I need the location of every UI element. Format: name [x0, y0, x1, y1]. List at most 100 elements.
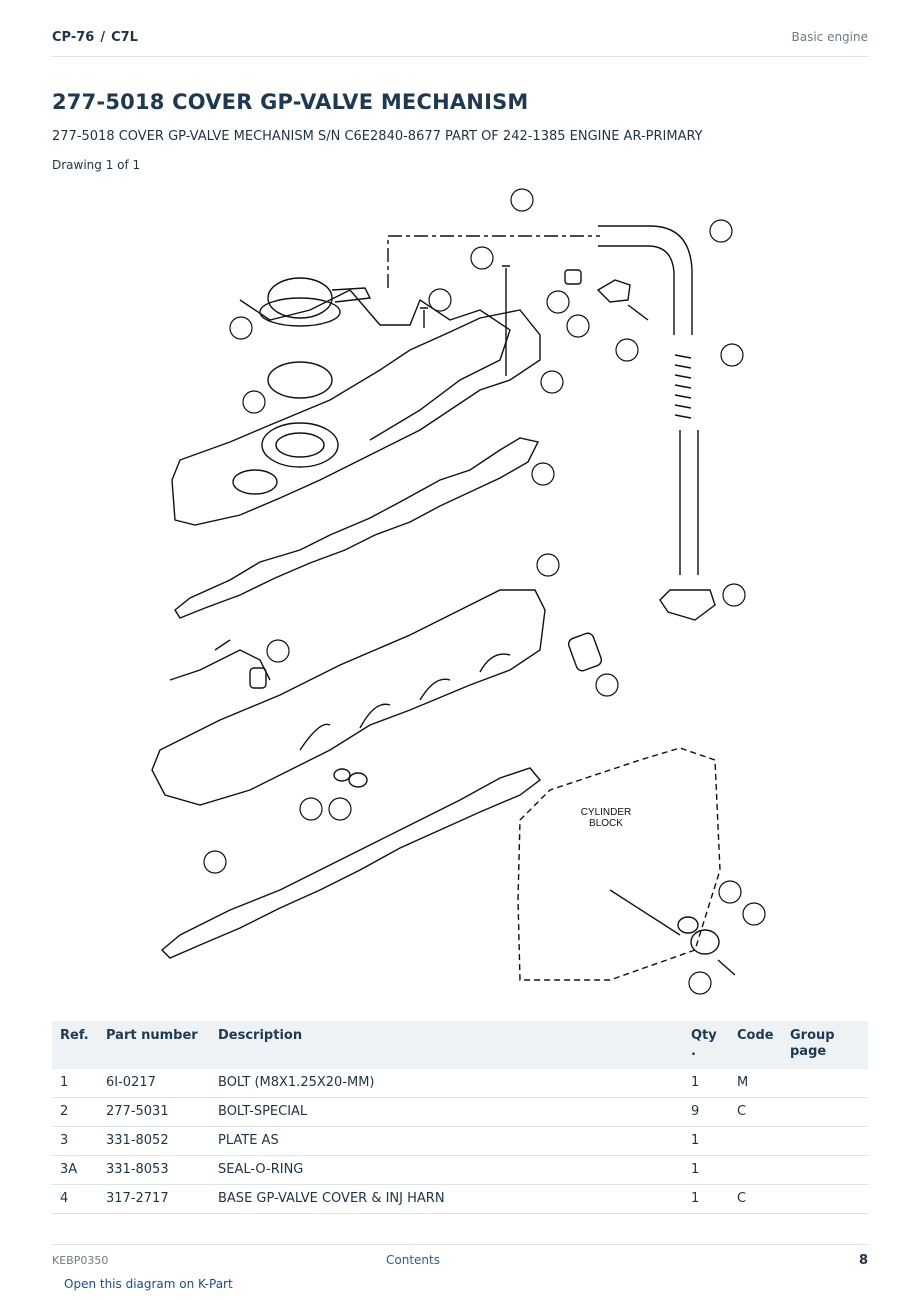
callout-circle — [203, 850, 227, 874]
callout-circle — [470, 246, 494, 270]
cell-ref: 3A — [52, 1155, 98, 1185]
cell-ref: 4 — [52, 1184, 98, 1214]
column-header-description: Description — [210, 1021, 683, 1069]
section-name: Basic engine — [791, 30, 868, 44]
table-header-row: Ref. Part number Description Qty. Code G… — [52, 1021, 868, 1069]
page-number: 8 — [858, 1253, 868, 1268]
callout-circle — [428, 288, 452, 312]
document-code: KEBP0350 — [52, 1254, 109, 1267]
callout-circle — [566, 314, 590, 338]
cell-qty: 1 — [683, 1184, 729, 1214]
cell-description: BOLT (M8X1.25X20-MM) — [210, 1069, 683, 1098]
callout-circle — [242, 390, 266, 414]
cell-description: SEAL-O-RING — [210, 1155, 683, 1185]
valve-cover-base — [151, 589, 546, 806]
callout-circle — [229, 316, 253, 340]
cell-group-page — [782, 1097, 868, 1127]
open-on-kpart-link[interactable]: Open this diagram on K-Part — [64, 1277, 233, 1291]
column-header-ref: Ref. — [52, 1021, 98, 1069]
cell-qty: 1 — [683, 1155, 729, 1185]
cell-ref: 3 — [52, 1126, 98, 1156]
table-row: 4 317-2717 BASE GP-VALVE COVER & INJ HAR… — [52, 1184, 868, 1214]
fitting-sleeve — [564, 269, 582, 285]
injector-sleeve-plug — [567, 632, 603, 672]
breather-cap — [267, 277, 333, 319]
cylinder-block-label: BLOCK — [589, 818, 623, 829]
breather-base — [259, 297, 341, 327]
tube-flange — [659, 589, 716, 621]
callout-circle — [328, 797, 352, 821]
drawing-label: Drawing 1 of 1 — [52, 158, 141, 172]
cell-ref: 2 — [52, 1097, 98, 1127]
cylinder-block-label: CYLINDER — [581, 807, 632, 818]
cell-group-page — [782, 1069, 868, 1098]
callout-circle — [540, 370, 564, 394]
seal-ring-b — [348, 772, 368, 788]
valve-cover-oval-window — [232, 469, 278, 495]
cell-description: BASE GP-VALVE COVER & INJ HARN — [210, 1184, 683, 1214]
cell-qty: 1 — [683, 1126, 729, 1156]
callout-circle — [688, 971, 712, 995]
cell-code — [729, 1126, 782, 1156]
callout-circle — [546, 290, 570, 314]
page-footer: KEBP0350 Contents 8 — [52, 1244, 868, 1275]
callout-circle — [718, 880, 742, 904]
group-header-line1: Group — [790, 1028, 835, 1043]
cell-code: C — [729, 1184, 782, 1214]
callout-circle — [742, 902, 766, 926]
long-special-bolt — [502, 265, 510, 376]
leader-line-block — [609, 889, 681, 936]
contents-link[interactable]: Contents — [386, 1253, 440, 1267]
breather-tube-lower — [679, 430, 699, 575]
cell-part-number: 331-8052 — [98, 1126, 210, 1156]
block-o-ring — [677, 916, 699, 934]
breather-hose-line — [387, 235, 600, 288]
cell-description: BOLT-SPECIAL — [210, 1097, 683, 1127]
cell-part-number: 6I-0217 — [98, 1069, 210, 1098]
injector-harness — [169, 639, 271, 681]
cell-code — [729, 1155, 782, 1185]
valve-cover-port — [261, 422, 339, 468]
fitting-bracket — [596, 279, 631, 303]
qty-header-line2: . — [691, 1044, 696, 1059]
breather-tube-upper — [598, 225, 693, 335]
callout-circle — [536, 553, 560, 577]
parts-table: Ref. Part number Description Qty. Code G… — [52, 1021, 868, 1214]
cover-gasket — [174, 437, 540, 619]
product-code: CP-76 — [52, 30, 95, 45]
callout-circle — [722, 583, 746, 607]
page-title: 277-5018 COVER GP-VALVE MECHANISM — [52, 90, 529, 114]
column-header-code: Code — [729, 1021, 782, 1069]
base-gasket — [160, 767, 542, 959]
table-row: 3 331-8052 PLATE AS 1 — [52, 1126, 868, 1156]
cell-ref: 1 — [52, 1069, 98, 1098]
cell-group-page — [782, 1155, 868, 1185]
column-header-part-number: Part number — [98, 1021, 210, 1069]
cell-qty: 1 — [683, 1069, 729, 1098]
callout-circle — [299, 797, 323, 821]
page-header: CP-76/C7L Basic engine — [52, 28, 868, 57]
fitting-bolt — [627, 304, 649, 321]
breadcrumb-separator: / — [100, 30, 106, 45]
cell-part-number: 331-8053 — [98, 1155, 210, 1185]
callout-circle — [720, 343, 744, 367]
plate-bolt — [717, 959, 736, 976]
callout-circle — [615, 338, 639, 362]
valve-cover-port-inner — [275, 432, 325, 458]
cell-qty: 9 — [683, 1097, 729, 1127]
callout-circle — [709, 219, 733, 243]
cell-part-number: 317-2717 — [98, 1184, 210, 1214]
breadcrumb: CP-76/C7L — [52, 30, 138, 45]
table-row: 3A 331-8053 SEAL-O-RING 1 — [52, 1155, 868, 1185]
cell-code: M — [729, 1069, 782, 1098]
seal-ring-a — [333, 768, 351, 782]
base-ports — [299, 653, 511, 751]
column-header-qty: Qty. — [683, 1021, 729, 1069]
cylinder-block — [517, 747, 721, 981]
page-subtitle: 277-5018 COVER GP-VALVE MECHANISM S/N C6… — [52, 129, 703, 144]
callout-circle — [531, 462, 555, 486]
callout-circle — [595, 673, 619, 697]
cell-part-number: 277-5031 — [98, 1097, 210, 1127]
tube-spring — [674, 354, 692, 419]
cell-group-page — [782, 1184, 868, 1214]
